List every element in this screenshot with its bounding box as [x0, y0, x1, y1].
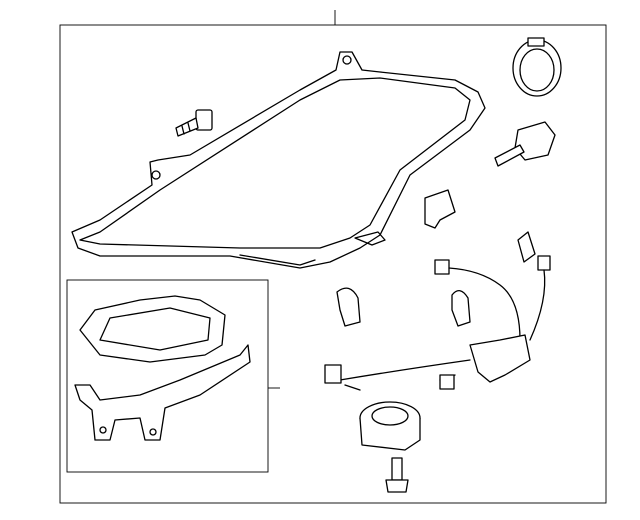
- bolt: [175, 109, 213, 137]
- outer-frame: [59, 24, 607, 504]
- headlamp-assembly: [71, 51, 486, 269]
- bracket-kit: [74, 295, 251, 441]
- socket-cover: [512, 37, 562, 97]
- bulb: [494, 121, 556, 167]
- ballast: [359, 401, 421, 451]
- wiring-harness: [324, 255, 551, 391]
- clip: [424, 189, 456, 229]
- screw: [385, 457, 409, 493]
- bulb: [336, 231, 536, 327]
- bracket-kit-frame: [66, 279, 269, 473]
